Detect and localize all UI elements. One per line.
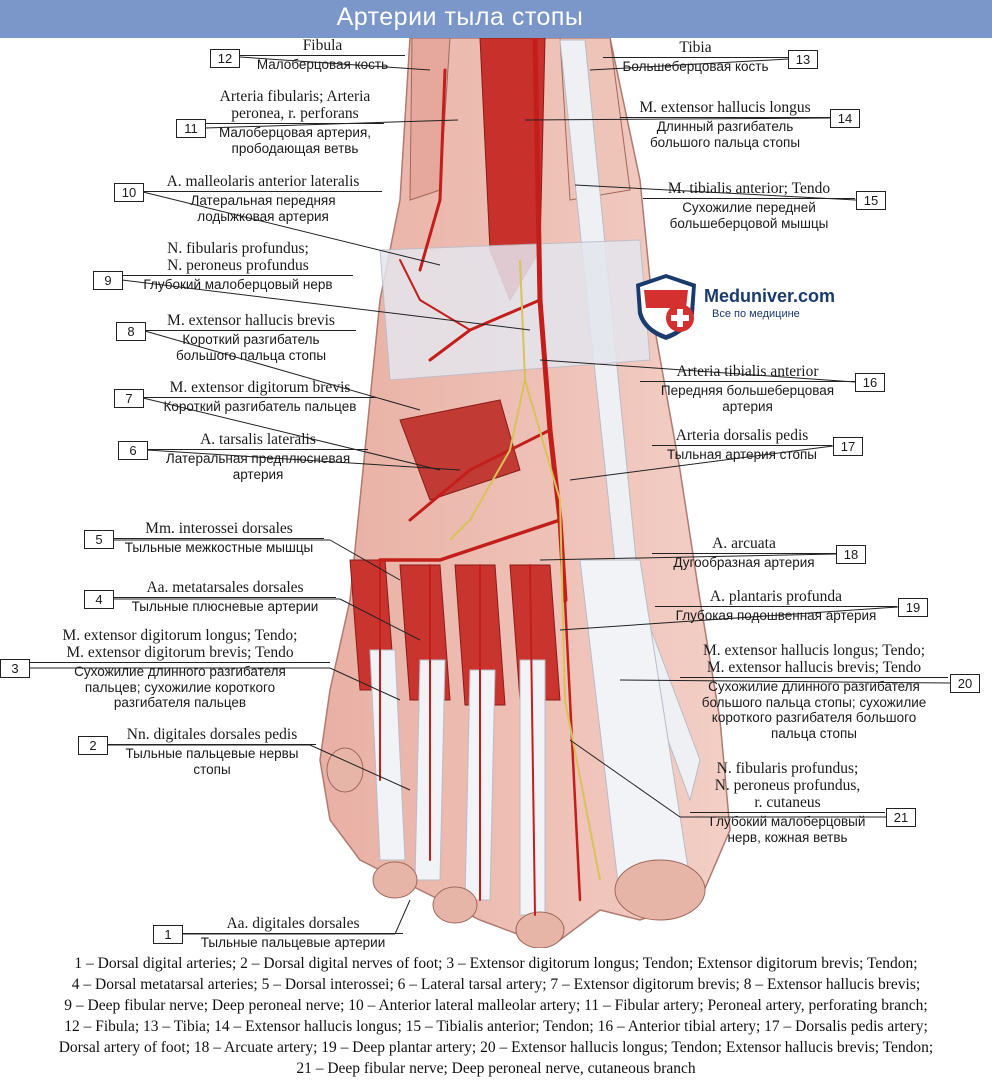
label-digital-arteries: Aa. digitales dorsales Тыльные пальцевые…: [183, 915, 403, 951]
label-malleolar-artery: A. malleolaris anterior lateralis Латера…: [144, 173, 382, 224]
legend-line: 9 – Deep fibular nerve; Deep peroneal ne…: [64, 997, 928, 1014]
label-number-2: 2: [78, 736, 108, 755]
label-number-20: 20: [950, 674, 980, 693]
label-number-9: 9: [93, 271, 123, 290]
page-title: Артерии тыла стопы: [336, 3, 584, 31]
label-number-13: 13: [788, 50, 818, 69]
label-extensor-digitorum-tendons: M. extensor digitorum longus; Tendo; M. …: [30, 627, 330, 711]
label-lateral-tarsal-artery: A. tarsalis lateralis Латеральная предпл…: [148, 431, 368, 482]
label-number-12: 12: [210, 49, 240, 68]
label-number-19: 19: [898, 598, 928, 617]
label-deep-fibular-nerve-cutaneous: N. fibularis profundus; N. peroneus prof…: [690, 760, 885, 845]
label-number-1: 1: [153, 925, 183, 944]
label-extensor-hallucis-longus: M. extensor hallucis longus Длинный разг…: [620, 99, 830, 150]
foot-illustration: [319, 38, 731, 948]
label-fibular-artery: Arteria fibularis; Arteria peronea, r. p…: [206, 88, 384, 156]
label-extensor-hallucis-tendons: M. extensor hallucis longus; Tendo; M. e…: [680, 642, 948, 741]
label-fibula: Fibula Малоберцовая кость: [240, 37, 405, 73]
label-number-14: 14: [830, 109, 860, 128]
shield-icon: [636, 274, 696, 340]
logo-name: Meduniver.com: [704, 286, 836, 306]
label-dorsalis-pedis: Arteria dorsalis pedis Тыльная артерия с…: [652, 427, 832, 463]
label-number-18: 18: [836, 545, 866, 564]
label-anterior-tibial-artery: Arteria tibialis anterior Передняя больш…: [640, 363, 855, 414]
label-digital-nerves: Nn. digitales dorsales pedis Тыльные пал…: [108, 726, 316, 777]
label-tibia: Tibia Большеберцовая кость: [603, 39, 788, 75]
legend-line: 12 – Fibula; 13 – Tibia; 14 – Extensor h…: [64, 1018, 928, 1035]
legend-line: Dorsal artery of foot; 18 – Arcuate arte…: [58, 1039, 934, 1056]
label-number-21: 21: [886, 808, 916, 827]
toe-tips: [326, 747, 706, 948]
label-tibialis-anterior: M. tibialis anterior; Tendo Сухожилие пе…: [643, 180, 855, 231]
logo-tagline: Все по медицине: [712, 308, 800, 320]
site-logo[interactable]: Meduniver.com Все по медицине: [634, 272, 844, 344]
label-extensor-hallucis-brevis: M. extensor hallucis brevis Короткий раз…: [146, 312, 356, 363]
label-number-8: 8: [116, 322, 146, 341]
label-arcuate-artery: A. arcuata Дугообразная артерия: [652, 535, 836, 571]
label-deep-plantar-artery: A. plantaris profunda Глубокая подошвенн…: [655, 588, 897, 624]
label-number-10: 10: [114, 183, 144, 202]
label-interossei: Mm. interossei dorsales Тыльные межкостн…: [114, 520, 324, 556]
label-number-6: 6: [118, 441, 148, 460]
title-bar: Артерии тыла стопы: [0, 0, 992, 38]
extensor-digitorum-brevis: [399, 399, 521, 501]
legend-line: 21 – Deep fibular nerve; Deep peroneal n…: [296, 1060, 696, 1077]
label-number-7: 7: [114, 389, 144, 408]
label-extensor-digitorum-brevis: M. extensor digitorum brevis Короткий ра…: [144, 379, 376, 415]
label-number-17: 17: [833, 437, 863, 456]
label-metatarsal-arteries: Aa. metatarsales dorsales Тыльные плюсне…: [114, 579, 336, 615]
label-number-3: 3: [0, 659, 30, 678]
label-number-15: 15: [856, 191, 886, 210]
label-number-11: 11: [176, 119, 206, 138]
label-deep-fibular-nerve: N. fibularis profundus; N. peroneus prof…: [123, 240, 353, 293]
nerves: [449, 259, 601, 881]
label-number-4: 4: [84, 590, 114, 609]
legend-line: 4 – Dorsal metatarsal arteries; 5 – Dors…: [71, 976, 921, 993]
legend: 1 – Dorsal digital arteries; 2 – Dorsal …: [0, 953, 992, 1079]
label-number-16: 16: [855, 373, 885, 392]
legend-line: 1 – Dorsal digital arteries; 2 – Dorsal …: [74, 955, 918, 972]
label-number-5: 5: [84, 530, 114, 549]
